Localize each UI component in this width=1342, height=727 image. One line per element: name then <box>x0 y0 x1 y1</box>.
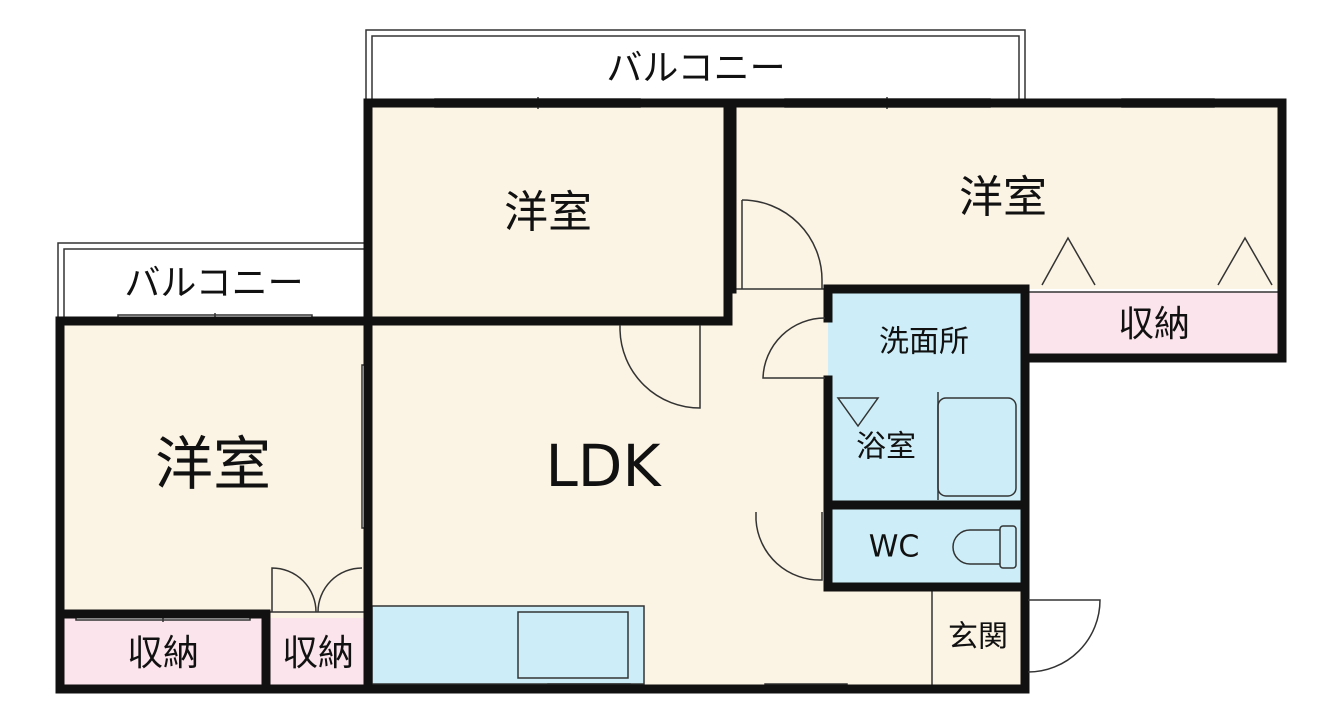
wc-label: WC <box>869 530 920 565</box>
bathroom-label: 浴室 <box>856 430 916 465</box>
western-room-left-label: 洋室 <box>155 430 271 498</box>
storage-right-label: 収納 <box>1118 304 1190 345</box>
shower-mark <box>836 397 880 428</box>
western-room-top-right-fill <box>730 105 1280 289</box>
western-room-left-fill <box>60 320 368 614</box>
storage-bottom-mid-fill <box>270 618 368 688</box>
western-room-top-right-label: 洋室 <box>959 172 1047 223</box>
closet-marker-left <box>1041 236 1096 286</box>
western-room-top-left-fill <box>368 105 728 321</box>
kitchen-counter <box>371 605 645 685</box>
bathtub <box>937 397 1017 497</box>
toilet <box>952 525 1017 569</box>
closet-inner-fill <box>268 612 368 620</box>
ldk-label: LDK <box>545 432 662 500</box>
washroom-fill <box>828 289 1023 389</box>
doors <box>271 199 1101 673</box>
kitchen-sink <box>517 611 629 679</box>
balcony-top-label: バルコニー <box>606 48 785 89</box>
ldk-fill-lower <box>828 585 1023 689</box>
wc-fill <box>828 509 1023 585</box>
walls <box>55 98 1287 694</box>
storage-bottom-mid-label: 収納 <box>282 633 354 674</box>
storage-right-fill <box>1028 292 1280 357</box>
washroom-label: 洗面所 <box>879 325 969 360</box>
entrance-label: 玄関 <box>948 620 1008 655</box>
room-fills <box>60 105 1280 689</box>
balcony-left <box>57 242 366 318</box>
storage-bottom-left-fill <box>60 618 266 688</box>
closet-marker-right <box>1217 236 1273 286</box>
storage-bottom-left-label: 収納 <box>127 633 199 674</box>
western-room-top-left-label: 洋室 <box>504 187 592 238</box>
balcony-top <box>365 29 1026 103</box>
balcony-left-label: バルコニー <box>124 263 303 304</box>
